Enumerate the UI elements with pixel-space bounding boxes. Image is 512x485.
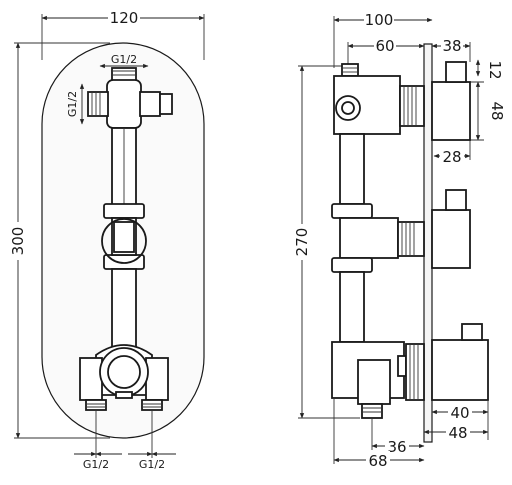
side-view: 100 60 38 12 48 28 270: [293, 10, 506, 470]
side-handle-height-label: 48: [488, 101, 506, 120]
side-handle-inner-label: 28: [442, 148, 461, 166]
front-height-label: 300: [9, 227, 27, 256]
top-port-label: G1/2: [111, 53, 137, 66]
bottom-right-port-label: G1/2: [139, 458, 165, 471]
bottom-left-port-label: G1/2: [83, 458, 109, 471]
side-top-valve: [333, 61, 471, 141]
side-bottom-outlet-a-label: 36: [387, 438, 406, 456]
front-lower-pipe: [111, 268, 137, 348]
bottom-valve-body: [79, 344, 169, 411]
side-body-depth-label: 60: [375, 37, 394, 55]
side-overall-height-label: 270: [293, 228, 311, 257]
front-view: 120 300 G1/2 G1/2: [9, 8, 205, 471]
side-handle-offset-label: 12: [486, 60, 504, 79]
side-upper-pipe: [339, 133, 365, 205]
top-cross-fitting: [87, 67, 173, 129]
side-cover-plate: [423, 43, 433, 443]
side-handle-depth-label: 38: [442, 37, 461, 55]
side-bottom-handle-b-label: 48: [448, 424, 467, 442]
side-bottom-valve: [331, 323, 489, 419]
side-bottom-outlet-b-label: 68: [368, 452, 387, 470]
middle-coupling: [101, 203, 147, 270]
front-width-label: 120: [110, 9, 139, 27]
side-lower-pipe: [339, 271, 365, 343]
side-port-label: G1/2: [66, 91, 79, 117]
side-bottom-handle-a-label: 40: [450, 404, 469, 422]
side-depth-label: 100: [365, 11, 394, 29]
